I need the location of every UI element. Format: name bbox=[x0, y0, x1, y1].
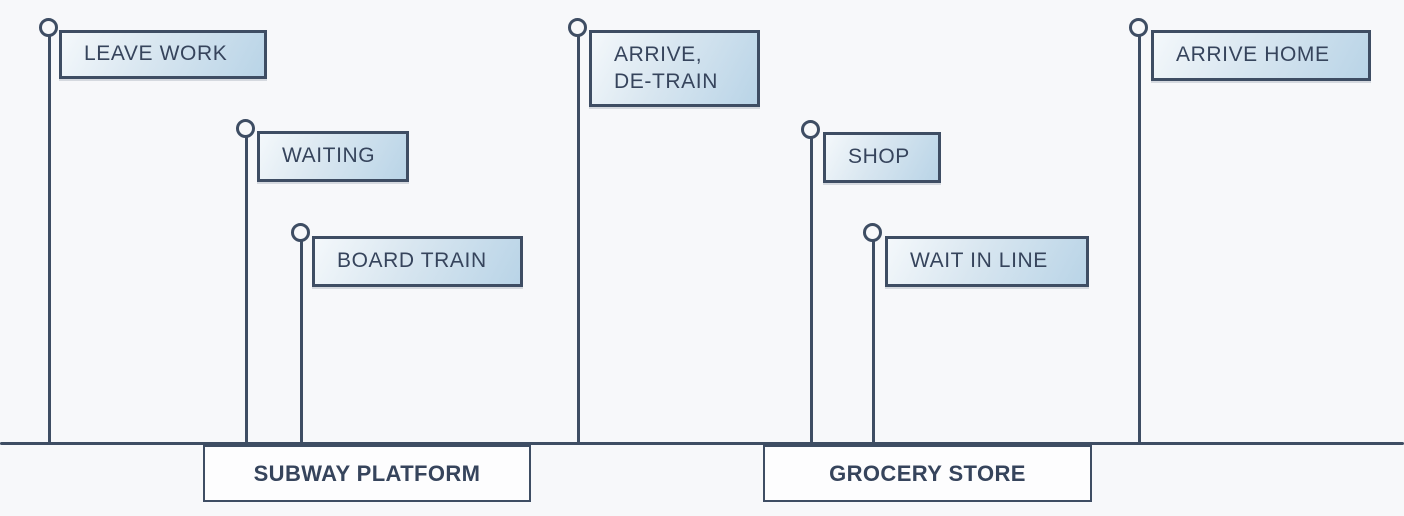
location-label: GROCERY STORE bbox=[829, 460, 1026, 486]
event-label: ARRIVE, DE-TRAIN bbox=[614, 42, 718, 93]
event-flag: ARRIVE, DE-TRAIN bbox=[589, 30, 760, 107]
flag-pole bbox=[299, 233, 303, 443]
location-box-grocery-store: GROCERY STORE bbox=[763, 445, 1092, 502]
event-flag: ARRIVE HOME bbox=[1151, 30, 1371, 81]
event-flag: WAIT IN LINE bbox=[885, 236, 1089, 287]
flag-knob-circle-icon bbox=[568, 18, 587, 37]
flag-pole bbox=[871, 233, 875, 443]
event-label: SHOP bbox=[848, 145, 910, 169]
event-label: WAIT IN LINE bbox=[910, 249, 1048, 273]
flag-pole bbox=[576, 28, 580, 443]
flag-pole bbox=[244, 129, 248, 443]
event-label: BOARD TRAIN bbox=[337, 249, 487, 273]
event-flag: SHOP bbox=[823, 132, 941, 183]
flag-pole bbox=[47, 28, 51, 443]
flag-knob-circle-icon bbox=[236, 119, 255, 138]
flag-knob-circle-icon bbox=[801, 120, 820, 139]
location-box-subway-platform: SUBWAY PLATFORM bbox=[203, 445, 531, 502]
flag-knob-circle-icon bbox=[1129, 18, 1148, 37]
flag-knob-circle-icon bbox=[863, 223, 882, 242]
event-flag: LEAVE WORK bbox=[59, 30, 267, 79]
flag-pole bbox=[1137, 28, 1141, 443]
event-label: WAITING bbox=[282, 144, 376, 168]
location-label: SUBWAY PLATFORM bbox=[253, 460, 481, 486]
event-label: LEAVE WORK bbox=[84, 42, 228, 66]
flag-knob-circle-icon bbox=[39, 18, 58, 37]
timeline-baseline bbox=[0, 442, 1404, 445]
event-flag: WAITING bbox=[257, 131, 409, 182]
flag-pole bbox=[809, 130, 813, 443]
event-label: ARRIVE HOME bbox=[1176, 43, 1330, 67]
flag-knob-circle-icon bbox=[291, 223, 310, 242]
event-flag: BOARD TRAIN bbox=[312, 236, 523, 287]
